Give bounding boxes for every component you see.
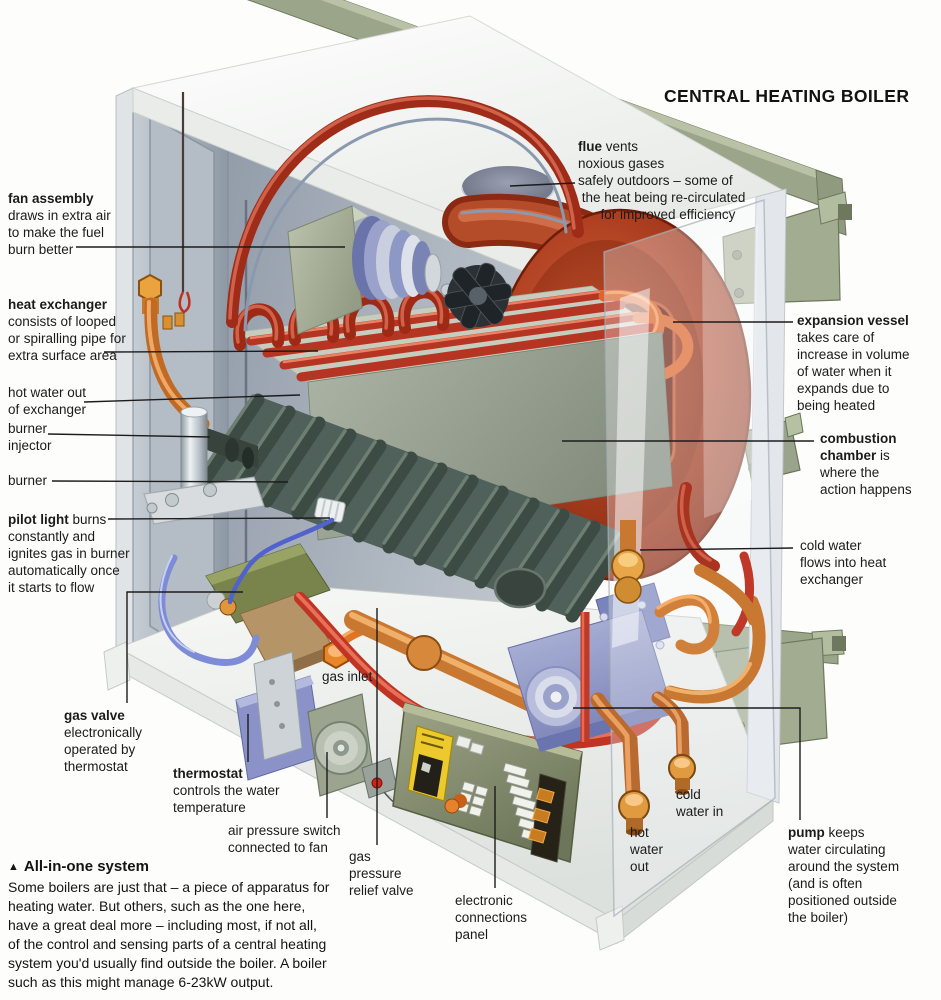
label-expansion-vessel: expansion vessel takes care of increase … (797, 313, 910, 413)
label-fan-assembly: fan assembly draws in extra air to make … (8, 191, 111, 257)
label-gas-pressure-relief-valve: gas pressure relief valve (349, 849, 414, 898)
combustion-chamber (199, 285, 694, 620)
label-burner: burner (8, 473, 48, 488)
fuse-strip (527, 773, 567, 863)
casing-left-wall (115, 87, 229, 689)
heat-exchanger-pipe-arc (226, 95, 584, 332)
electronic-connections-panel (392, 702, 583, 863)
label-pump: pump keeps water circulating around the … (788, 825, 900, 925)
pilot-light-connector (314, 497, 346, 523)
label-air-pressure-switch: air pressure switch connected to fan (228, 823, 341, 855)
fan-knob (443, 262, 513, 330)
air-pressure-switch (307, 693, 375, 797)
power-switch (407, 725, 454, 802)
label-flue: flue vents noxious gases safely outdoors… (578, 139, 746, 222)
label-gas-inlet: gas inlet (322, 669, 373, 684)
cold-water-fitting (611, 520, 645, 604)
injector-base-plate (143, 476, 265, 525)
page-title: CENTRAL HEATING BOILER (664, 86, 910, 106)
burner-fins (199, 396, 628, 620)
thermostat-assembly (235, 651, 323, 781)
caption-block: ▲All-in-one system Some boilers are just… (8, 858, 368, 992)
label-cold-water-in: cold water in (676, 787, 724, 819)
burner-injector (138, 273, 265, 525)
label-electronic-connections-panel: electronic connections panel (455, 893, 528, 942)
label-thermostat: thermostat controls the water temperatur… (173, 766, 280, 815)
label-combustion-chamber: combustion chamber is where the action h… (820, 431, 912, 497)
right-copper-pipes (654, 482, 766, 704)
label-hot-water-out-exchanger: hot water out of exchanger (8, 385, 87, 417)
label-cold-water-flows: cold water flows into heat exchanger (800, 538, 887, 587)
igniter-wire (178, 92, 191, 314)
triangle-icon: ▲ (8, 861, 19, 873)
label-heat-exchanger: heat exchanger consists of looped or spi… (8, 297, 126, 363)
label-gas-valve: gas valve electronically operated by the… (64, 708, 143, 774)
caption-body: Some boilers are just that – a piece of … (8, 879, 330, 990)
label-hot-water-out: hot water out (630, 825, 664, 874)
fan-assembly (287, 205, 513, 335)
label-burner-injector: burner injector (8, 421, 52, 453)
caption-heading: ▲All-in-one system (8, 858, 149, 875)
label-pilot-light: pilot light burns constantly and ignites… (8, 512, 130, 595)
